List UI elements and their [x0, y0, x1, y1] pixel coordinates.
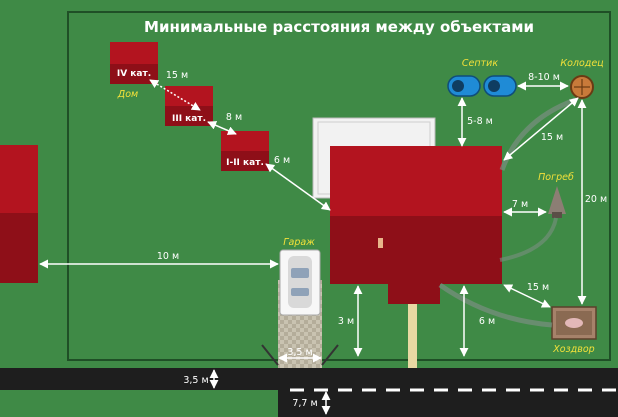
dist-house-cellar: 7 м [512, 199, 528, 210]
path-curve-shed [438, 282, 553, 328]
label-cat12: I-II кат. [226, 158, 264, 168]
label-shed: Хоздвор [552, 344, 594, 355]
dist-road-width: 7,7 м [292, 398, 317, 409]
neighbor-house [0, 145, 38, 283]
dim-house-shed [503, 284, 551, 308]
dist-cat3-cat12: 8 м [226, 112, 242, 123]
label-house: Дом [117, 89, 138, 100]
road-lower [278, 390, 618, 417]
main-house [330, 146, 502, 304]
dist-fence-road: 3,5 м [183, 375, 208, 386]
dist-neighbor-garage: 10 м [157, 251, 179, 262]
label-garage: Гараж [283, 237, 315, 248]
dim-cat3-cat12 [207, 121, 237, 135]
dist-septic-well: 8-10 м [528, 72, 560, 83]
dist-driveway: 3,5 м [287, 347, 312, 358]
dist-septic-house: 5-8 м [467, 116, 493, 127]
label-cat4: IV кат. [117, 69, 151, 79]
dim-cat12-house [265, 163, 331, 211]
diagram-title: Минимальные расстояния между объектами [144, 18, 534, 36]
garage-car [279, 249, 321, 316]
dist-house-shed: 15 м [527, 282, 549, 293]
road [0, 368, 618, 390]
outbuilding-cat4 [110, 42, 158, 84]
dim-well-house [503, 97, 579, 161]
dist-shed-fence: 6 м [479, 316, 495, 327]
label-cat3: III кат. [172, 114, 206, 124]
path-curve-cellar [499, 217, 558, 262]
gate-left [261, 344, 279, 366]
label-septic: Септик [462, 58, 498, 69]
dist-cat12-house: 6 м [274, 155, 290, 166]
label-cellar: Погреб [538, 172, 574, 183]
dim-cat4-cat3 [149, 79, 201, 111]
plot-boundary [67, 11, 611, 361]
gate-right [321, 344, 339, 366]
dist-well-house: 15 м [541, 132, 563, 143]
shed [551, 306, 597, 340]
house-path [408, 304, 417, 372]
label-well: Колодец [560, 58, 603, 69]
septic-tanks [447, 75, 517, 97]
dist-cat4-cat3: 15 м [166, 70, 188, 81]
dist-well-shed: 20 м [585, 194, 607, 205]
outbuilding-cat12 [221, 131, 269, 171]
dist-house-road: 3 м [338, 316, 354, 327]
well [570, 75, 594, 99]
cellar [548, 186, 566, 218]
